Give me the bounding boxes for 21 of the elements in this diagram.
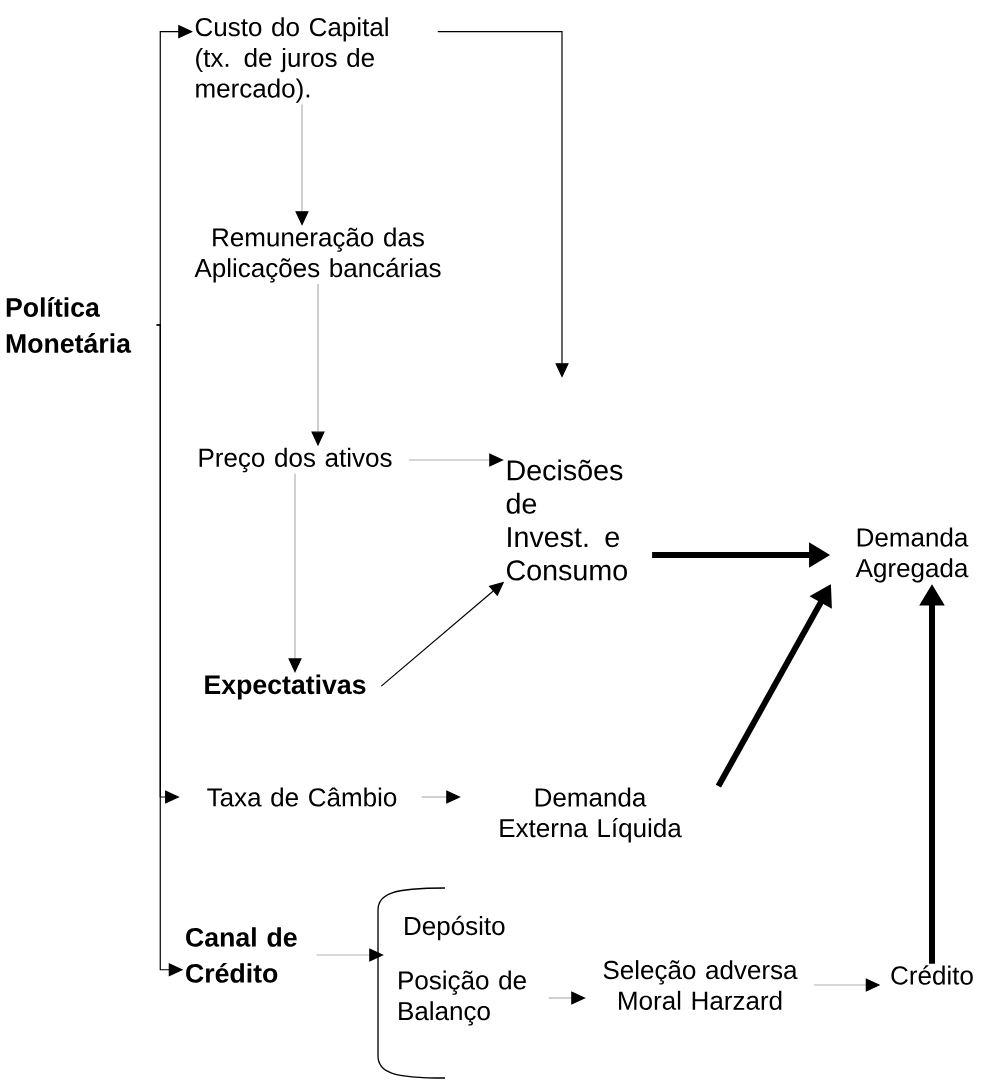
node-text: Demanda Externa Líquida — [500, 787, 682, 843]
node-text: Canal de Crédito — [186, 927, 297, 983]
node-text: Depósito — [405, 915, 505, 941]
arrow — [408, 453, 504, 467]
arrow — [295, 103, 309, 226]
node-text: Posição de Balanço — [399, 970, 526, 1026]
arrow — [288, 473, 302, 673]
node-text: Política Monetária — [6, 297, 132, 353]
node-text: Custo do Capital (tx. de juros de mercado). — [195, 17, 388, 103]
arrow — [316, 948, 384, 962]
node-text: Decisões de Invest. e Consumo — [506, 459, 627, 581]
node-text: Remuneração das Aplicações bancárias — [194, 227, 441, 283]
node-text: Preço dos ativos — [199, 447, 392, 473]
node-text: Crédito — [891, 965, 973, 985]
node-text: Seleção adversa Moral Harzard — [603, 960, 798, 1010]
node-text: Expectativas — [205, 674, 366, 700]
node-text: Taxa de Câmbio — [207, 787, 397, 807]
arrow — [437, 31, 569, 378]
arrow — [421, 790, 461, 804]
node-text: Demanda Agregada — [855, 527, 969, 583]
arrow — [548, 991, 586, 1005]
